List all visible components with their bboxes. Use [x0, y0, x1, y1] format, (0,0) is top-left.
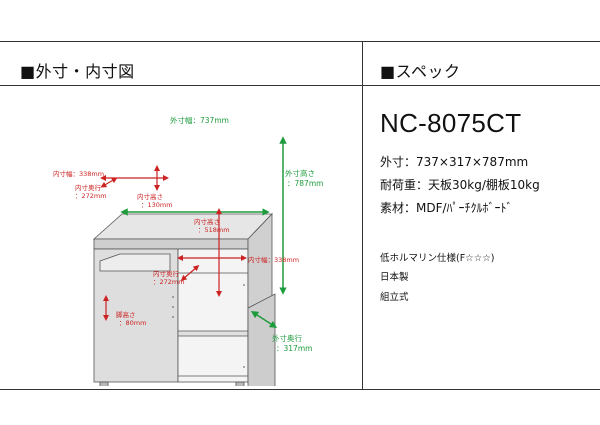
- spec-material: 素材：MDF/ﾊﾟｰﾁｸﾙﾎﾞｰﾄﾞ: [380, 201, 513, 215]
- top-border: [0, 41, 600, 42]
- furniture-dimension-diagram: 外寸幅：737mm 外寸高さ ：787mm 外寸奥行 ：317mm 内寸幅：33…: [53, 115, 323, 386]
- inner-depth-top-value: ：272mm: [75, 192, 107, 200]
- model-number: NC-8075CT: [380, 108, 522, 138]
- header-divider: [0, 85, 600, 86]
- inner-height-top-value: ：130mm: [141, 201, 173, 209]
- spec-load-capacity: 耐荷重：天板30kg/棚板10kg: [380, 178, 540, 192]
- inner-depth-top-label: 内寸奥行: [75, 183, 102, 192]
- feature-assembly: 組立式: [380, 292, 409, 303]
- outer-height-value: ：787mm: [287, 179, 323, 188]
- inner-depth-bottom-value: ：272mm: [153, 278, 185, 286]
- cabinet-drawing: [92, 213, 276, 386]
- inner-height-top-label: 内寸高さ: [137, 192, 163, 201]
- outer-depth-value: ：317mm: [276, 344, 312, 353]
- inner-width-top-label: 内寸幅：338mm: [53, 169, 104, 178]
- feature-formaldehyde: 低ホルマリン仕様(F☆☆☆): [380, 253, 495, 264]
- inner-height-mid-label: 内寸高さ: [194, 217, 220, 226]
- feature-made-in-japan: 日本製: [380, 272, 409, 283]
- inner-depth-bottom-label: 内寸奥行: [153, 269, 180, 278]
- inner-height-mid-value: ：518mm: [198, 226, 230, 234]
- spec-outer-size: 外寸：737×317×787mm: [380, 155, 529, 169]
- column-divider: [362, 41, 363, 389]
- outer-depth-label: 外寸奥行: [272, 333, 302, 343]
- leg-height-value: ：80mm: [119, 319, 146, 327]
- dimension-section-title: ■外寸・内寸図: [20, 62, 135, 81]
- leg-height-label: 脚高さ: [116, 310, 136, 319]
- outer-height-label: 外寸高さ: [285, 168, 315, 178]
- outer-width-label: 外寸幅：737mm: [170, 115, 229, 125]
- inner-width-right-label: 内寸幅：338mm: [248, 255, 299, 264]
- spec-section-title: ■スペック: [380, 62, 461, 81]
- bottom-border: [0, 389, 600, 390]
